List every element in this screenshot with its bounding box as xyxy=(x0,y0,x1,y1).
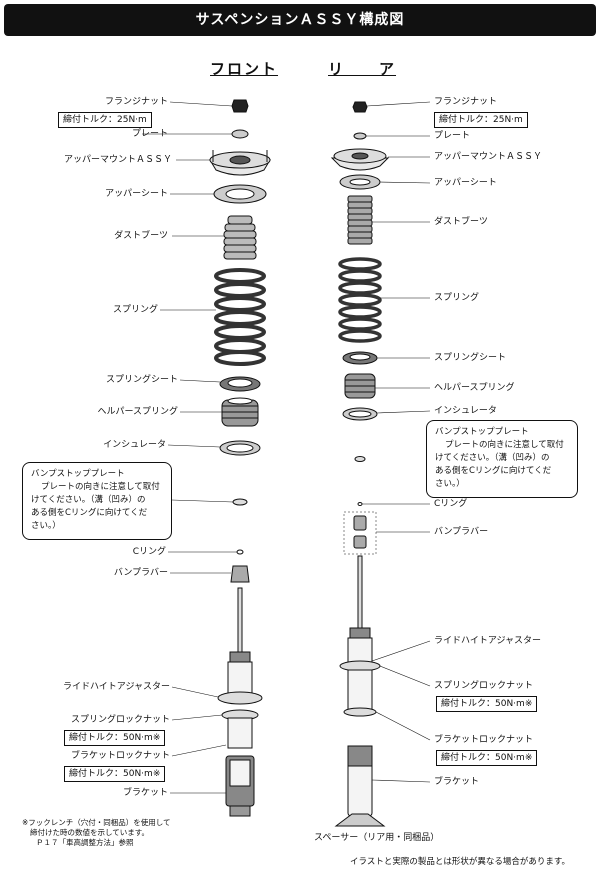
front-label-spring: スプリング xyxy=(112,305,158,315)
disclaimer: イラストと実際の製品とは形状が異なる場合があります。 xyxy=(350,857,570,867)
rear-label-flange-nut: フランジナット xyxy=(434,97,498,107)
footnote: ※フックレンチ（穴付・同梱品）を使用して 締付けた時の数値を示しています。 Ｐ１… xyxy=(22,818,171,848)
front-shock-body xyxy=(217,651,263,749)
rear-upper-seat xyxy=(339,174,381,190)
front-label-spring-seat: スプリングシート xyxy=(105,375,178,385)
rear-note-line4: さい。） xyxy=(435,479,465,489)
rear-label-spring-seat: スプリングシート xyxy=(434,353,507,363)
rear-bump-stop-note: バンプストッププレート プレートの向きに注意して取付 けてください。（溝（凹み）… xyxy=(426,420,578,498)
front-label-insulator: インシュレータ xyxy=(103,440,166,450)
front-label-torque-50a: 締付トルク：50N·m※ xyxy=(64,730,166,746)
front-label-torque-50b: 締付トルク：50N·m※ xyxy=(64,766,166,782)
rear-helper-spring xyxy=(344,373,376,399)
rear-label-insulator: インシュレータ xyxy=(434,406,497,416)
rear-label-dust-boot: ダストブーツ xyxy=(434,217,488,227)
front-note-line2: けてください。（溝（凹み）の xyxy=(31,495,146,505)
rear-note-line1: プレートの向きに注意して取付 xyxy=(445,440,564,450)
front-note-line3: ある側をCリングに向けてくだ xyxy=(31,508,148,518)
rear-piston-rod xyxy=(357,555,363,629)
rear-label-helper-spring: ヘルパースプリング xyxy=(434,383,515,393)
rear-insulator xyxy=(342,407,378,421)
front-spring xyxy=(214,268,266,366)
front-bump-stop-plate xyxy=(232,498,248,506)
rear-spring xyxy=(338,257,382,343)
page-header: サスペンションＡＳＳＹ構成図 xyxy=(4,4,596,36)
rear-spacer xyxy=(334,813,386,827)
footnote-line2: 締付けた時の数値を示しています。 xyxy=(30,828,150,837)
front-plate xyxy=(231,129,249,139)
front-label-torque-25: 締付トルク：25N·m xyxy=(58,112,152,128)
front-dust-boot xyxy=(223,215,257,260)
rear-shock-body xyxy=(339,627,381,717)
front-label-plate: プレート xyxy=(131,129,168,139)
rear-label-c-ring: Cリング xyxy=(434,499,468,509)
front-bump-rubber xyxy=(230,565,250,583)
rear-label-bracket-lock-nut: ブラケットロックナット xyxy=(434,735,534,745)
rear-dust-boot xyxy=(347,195,373,245)
front-piston-rod xyxy=(237,587,243,653)
rear-c-ring xyxy=(357,502,363,506)
front-bracket xyxy=(225,755,255,817)
front-insulator xyxy=(219,440,261,456)
rear-label-bump-rubber: バンプラバー xyxy=(434,527,489,537)
rear-label-bracket: ブラケット xyxy=(434,777,480,787)
front-spring-seat xyxy=(219,376,261,392)
rear-label-plate: プレート xyxy=(434,131,471,141)
rear-note-title: バンプストッププレート xyxy=(435,427,529,437)
rear-bump-stop-plate xyxy=(354,456,366,462)
rear-label-spacer: スペーサー（リア用・同梱品） xyxy=(314,833,440,843)
front-bump-stop-note: バンプストッププレート プレートの向きに注意して取付 けてください。（溝（凹み）… xyxy=(22,462,172,540)
footnote-line1: ※フックレンチ（穴付・同梱品）を使用して xyxy=(22,818,171,827)
front-label-bump-rubber: バンプラバー xyxy=(113,568,168,578)
rear-plate xyxy=(353,132,367,140)
rear-bump-rubber-box xyxy=(343,511,377,555)
front-upper-seat xyxy=(213,184,267,204)
front-c-ring xyxy=(236,549,244,555)
front-label-dust-boot: ダストブーツ xyxy=(114,231,168,241)
front-label-bracket-lock-nut: ブラケットロックナット xyxy=(70,751,170,761)
front-label-spring-lock-nut: スプリングロックナット xyxy=(70,715,170,725)
rear-flange-nut xyxy=(352,101,368,113)
front-label-flange-nut: フランジナット xyxy=(104,97,168,107)
rear-label-torque-50a: 締付トルク：50N·m※ xyxy=(436,696,538,712)
rear-note-line3: ある側をCリングに向けてくだ xyxy=(435,466,552,476)
front-label-upper-seat: アッパーシート xyxy=(105,189,168,199)
rear-label-spring: スプリング xyxy=(434,293,480,303)
rear-label-upper-seat: アッパーシート xyxy=(434,178,497,188)
front-flange-nut xyxy=(231,99,249,113)
rear-column-title: リ ア xyxy=(328,60,397,78)
front-note-title: バンプストッププレート xyxy=(31,469,125,479)
front-upper-mount xyxy=(209,150,271,176)
rear-label-torque-25: 締付トルク：25N·m xyxy=(434,112,528,128)
rear-spring-seat xyxy=(342,351,378,365)
front-helper-spring xyxy=(221,397,259,427)
rear-note-line2: けてください。（溝（凹み）の xyxy=(435,453,550,463)
front-label-bracket: ブラケット xyxy=(122,788,168,798)
front-label-ride-height: ライドハイトアジャスター xyxy=(62,682,170,692)
front-label-helper-spring: ヘルパースプリング xyxy=(97,407,178,417)
rear-upper-mount xyxy=(330,148,390,171)
front-column-title: フロント xyxy=(210,60,279,78)
front-note-line1: プレートの向きに注意して取付 xyxy=(41,482,160,492)
rear-label-upper-mount: アッパーマウントＡＳＳＹ xyxy=(434,152,543,162)
rear-label-spring-lock-nut: スプリングロックナット xyxy=(434,681,534,691)
footnote-line3: Ｐ１７「車高調整方法」参照 xyxy=(36,838,134,847)
rear-bump-rubber xyxy=(353,515,367,549)
front-label-c-ring: Cリング xyxy=(132,547,166,557)
rear-label-torque-50b: 締付トルク：50N·m※ xyxy=(436,750,538,766)
front-note-line4: さい。） xyxy=(31,521,61,531)
front-label-upper-mount: アッパーマウントＡＳＳＹ xyxy=(63,155,172,165)
rear-label-ride-height: ライドハイトアジャスター xyxy=(434,636,542,646)
